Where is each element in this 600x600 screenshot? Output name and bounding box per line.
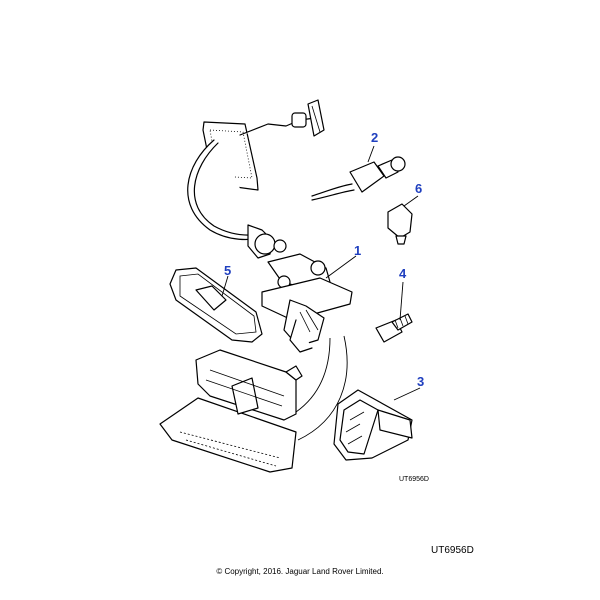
leader-lines: [221, 145, 421, 441]
interior-mirror: [169, 267, 263, 343]
figure-code-large: UT6956D: [431, 545, 474, 556]
callout-3: 3: [417, 374, 425, 389]
clip: [387, 203, 413, 245]
callout-6: 6: [415, 181, 423, 196]
switch-assembly: [311, 156, 406, 201]
rear-seat: [159, 349, 303, 473]
release-cable: [187, 139, 287, 259]
latch-mechanism: [261, 253, 353, 353]
figure-code-small: UT6956D: [399, 476, 429, 483]
callout-4: 4: [399, 266, 407, 281]
bolt: [375, 313, 413, 343]
callout-2: 2: [371, 130, 379, 145]
copyright-notice: © Copyright, 2016. Jaguar Land Rover Lim…: [216, 567, 384, 576]
callout-5: 5: [224, 263, 232, 278]
bezel: [333, 389, 413, 461]
callout-1: 1: [354, 243, 362, 258]
